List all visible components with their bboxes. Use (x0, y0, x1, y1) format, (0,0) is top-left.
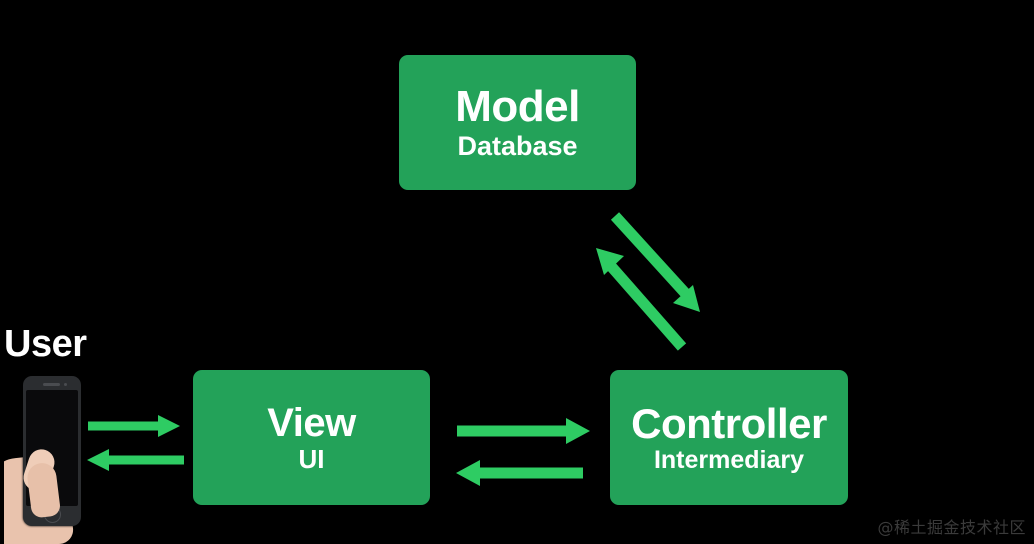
arrow-user-to-view (88, 415, 180, 437)
node-model[interactable]: Model Database (399, 55, 636, 190)
node-model-subtitle: Database (457, 131, 578, 162)
arrow-view-to-controller (457, 418, 590, 444)
watermark: @稀土掘金技术社区 (877, 518, 1026, 537)
smartphone-in-hand-icon (4, 371, 96, 544)
arrow-view-to-user (87, 449, 184, 471)
node-view-subtitle: UI (298, 443, 325, 474)
user-label: User (4, 323, 87, 365)
arrow-controller-to-model (596, 248, 687, 351)
phone-speaker-shape (43, 383, 60, 386)
node-controller-title: Controller (631, 399, 827, 447)
node-model-title: Model (455, 82, 580, 132)
node-controller-subtitle: Intermediary (653, 445, 805, 474)
phone-camera-shape (64, 383, 67, 386)
node-controller[interactable]: Controller Intermediary (610, 370, 848, 505)
arrow-controller-to-view (456, 460, 583, 486)
node-view[interactable]: View UI (193, 370, 430, 505)
arrow-model-to-controller (610, 212, 700, 312)
node-view-title: View (267, 400, 356, 445)
